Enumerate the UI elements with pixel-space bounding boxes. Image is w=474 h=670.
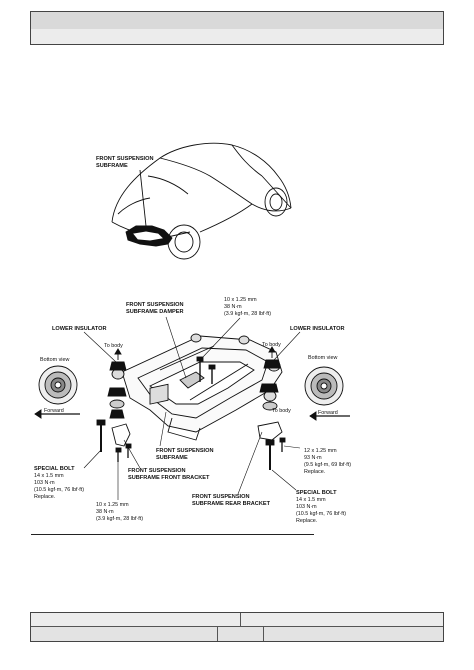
label-torque-top-2: 38 N·m: [224, 304, 242, 310]
label-front-bracket-2: SUBFRAME FRONT BRACKET: [128, 475, 210, 481]
label-torque-bottom-2: 38 N·m: [96, 509, 114, 515]
label-torque-top-1: 10 x 1.25 mm: [224, 297, 257, 303]
label-torque-bottom-1: 10 x 1.25 mm: [96, 502, 129, 508]
label-subframe-mid-2: SUBFRAME: [156, 455, 188, 461]
label-torque-right-4: Replace.: [304, 469, 325, 475]
label-subframe-top-2: SUBFRAME: [96, 163, 128, 169]
label-special-bolt-right-5: Replace.: [296, 518, 317, 524]
label-lower-insulator-left: LOWER INSULATOR: [52, 326, 106, 332]
label-to-body-right: To body: [262, 342, 281, 348]
label-forward-right: Forward: [318, 410, 338, 416]
label-special-bolt-left-1: SPECIAL BOLT: [34, 466, 75, 472]
label-subframe-top-1: FRONT SUSPENSION: [96, 156, 154, 162]
label-special-bolt-right-3: 103 N·m: [296, 504, 317, 510]
label-special-bolt-left-4: (10.5 kgf·m, 76 lbf·ft): [34, 487, 84, 493]
label-bottom-view-left: Bottom view: [40, 357, 69, 363]
label-torque-top-3: (3.9 kgf·m, 28 lbf·ft): [224, 311, 271, 317]
label-special-bolt-left-3: 103 N·m: [34, 480, 55, 486]
page-header-bar: [30, 11, 444, 45]
label-special-bolt-right-1: SPECIAL BOLT: [296, 490, 337, 496]
label-damper-2: SUBFRAME DAMPER: [126, 309, 184, 315]
label-special-bolt-right-4: (10.5 kgf·m, 76 lbf·ft): [296, 511, 346, 517]
label-subframe-mid-1: FRONT SUSPENSION: [156, 448, 214, 454]
header-subtitle-row: [31, 29, 443, 44]
label-lower-insulator-right: LOWER INSULATOR: [290, 326, 344, 332]
label-bottom-view-right: Bottom view: [308, 355, 337, 361]
footer-top-row: [31, 613, 443, 627]
footer-bottom-row: [31, 627, 443, 641]
label-to-body-left: To body: [104, 343, 123, 349]
label-forward-left: Forward: [44, 408, 64, 414]
label-damper-1: FRONT SUSPENSION: [126, 302, 184, 308]
section-divider: [31, 534, 314, 535]
page-footer-bar: [30, 612, 444, 642]
label-special-bolt-left-2: 14 x 1.5 mm: [34, 473, 64, 479]
label-torque-bottom-3: (3.9 kgf·m, 28 lbf·ft): [96, 516, 143, 522]
label-rear-bracket-1: FRONT SUSPENSION: [192, 494, 250, 500]
label-front-bracket-1: FRONT SUSPENSION: [128, 468, 186, 474]
subframe-exploded-view: [34, 316, 350, 500]
label-to-body-right-mid: To body: [272, 408, 291, 414]
label-special-bolt-right-2: 14 x 1.5 mm: [296, 497, 326, 503]
label-special-bolt-left-5: Replace.: [34, 494, 55, 500]
label-torque-right-1: 12 x 1.25 mm: [304, 448, 337, 454]
label-torque-right-2: 93 N·m: [304, 455, 322, 461]
footer-divider: [217, 627, 218, 641]
label-torque-right-3: (9.5 kgf·m, 69 lbf·ft): [304, 462, 351, 468]
label-rear-bracket-2: SUBFRAME REAR BRACKET: [192, 501, 271, 507]
car-illustration: [111, 142, 292, 260]
footer-divider: [263, 627, 264, 641]
footer-divider: [240, 613, 241, 626]
